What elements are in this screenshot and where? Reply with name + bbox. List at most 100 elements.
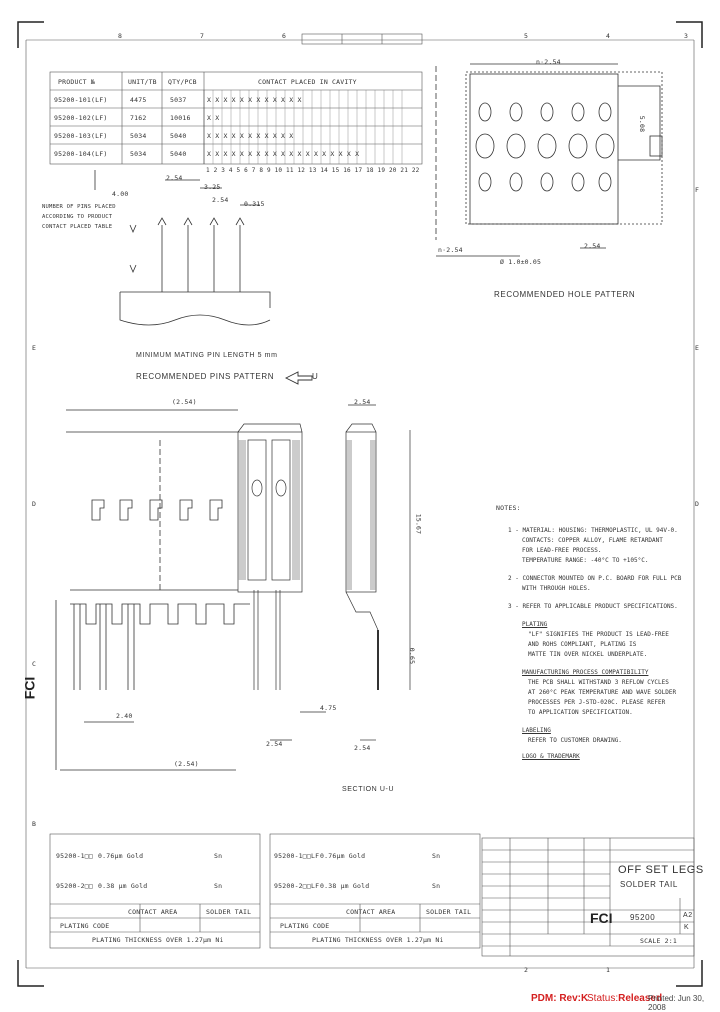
notes-title: NOTES:	[496, 504, 521, 512]
table-row-qty: 5037	[170, 96, 187, 104]
pins-caption-1: MINIMUM MATING PIN LENGTH 5 mm	[136, 352, 278, 359]
note-line: CONTACTS: COPPER ALLOY, FLAME RETARDANT	[522, 537, 663, 544]
note-line: PROCESSES PER J-STD-020C. PLEASE REFER	[528, 699, 666, 706]
table-row-qty: 5040	[170, 132, 187, 140]
table-header-cavity: CONTACT PLACED IN CAVITY	[258, 78, 357, 86]
plating1-footer: PLATING THICKNESS OVER 1.27µm Ni	[92, 936, 224, 944]
plating1-header-code: PLATING CODE	[60, 922, 110, 930]
dim-pins-3: 3.25	[204, 183, 221, 191]
plating2-code-2: 95200-2□□LF	[274, 882, 320, 890]
grid-col-8: 8	[118, 32, 123, 40]
main-dim-section: 2.54	[354, 398, 371, 406]
dim-pins-4: 2.54	[212, 196, 229, 204]
plating1-header-contact: CONTACT AREA	[128, 908, 178, 916]
grid-col-bottom-1: 1	[606, 966, 611, 974]
notes-list: 1 - MATERIAL: HOUSING: THERMOPLASTIC, UL…	[508, 526, 681, 762]
dim-pins-5: 0.315	[244, 200, 265, 208]
main-dim-e: 2.54	[266, 740, 283, 748]
plating2-desc-1: 0.76µm Gold	[320, 852, 366, 860]
grid-col-3: 3	[684, 32, 689, 40]
main-dim-c: 15.67	[414, 513, 423, 535]
pins-note-1: NUMBER OF PINS PLACED	[42, 204, 116, 210]
title-block-subtitle: SOLDER TAIL	[620, 880, 678, 889]
dim-pins-2: 4.00	[112, 190, 129, 198]
pins-arrow-label: U	[312, 372, 319, 381]
table-row-unit: 7162	[130, 114, 147, 122]
note-line: WITH THROUGH HOLES.	[522, 585, 591, 592]
note-line: 1 - MATERIAL: HOUSING: THERMOPLASTIC, UL…	[508, 527, 678, 534]
table-row-product: 95200-104(LF)	[54, 150, 108, 158]
hole-dim-bottom: Ø 1.0±0.05	[500, 258, 542, 266]
pins-note-2: ACCORDING TO PRODUCT	[42, 214, 113, 220]
note-line: PLATING	[522, 621, 548, 628]
note-line: 3 - REFER TO APPLICABLE PRODUCT SPECIFIC…	[508, 603, 678, 610]
plating2-header-code: PLATING CODE	[280, 922, 330, 930]
footer-pdm: PDM: Rev:K	[531, 993, 589, 1004]
main-dim-d: 0.65	[408, 647, 417, 665]
plating1-desc-1: 0.76µm Gold	[98, 852, 144, 860]
pins-note-3: CONTACT PLACED TABLE	[42, 224, 113, 230]
title-block-scale: SCALE 2:1	[640, 937, 678, 945]
grid-row-right-d: D	[695, 500, 700, 508]
hole-dim-side: 2.54	[584, 242, 601, 250]
note-line: TEMPERATURE RANGE: -40°C TO +105°C.	[522, 557, 649, 564]
grid-col-7: 7	[200, 32, 205, 40]
main-dim-a: 2.40	[116, 712, 133, 720]
table-row-qty: 5040	[170, 150, 187, 158]
grid-col-6: 6	[282, 32, 287, 40]
footer-printed: Printed: Jun 30, 2008	[648, 994, 705, 1012]
note-line: AT 260°C PEAK TEMPERATURE AND WAVE SOLDE…	[528, 689, 677, 696]
table-row-marks: X X	[207, 114, 220, 122]
title-block-title: OFF SET LEGS	[618, 864, 704, 876]
table-header-unit: UNIT/TB	[128, 78, 157, 86]
pins-caption-2: RECOMMENDED PINS PATTERN	[136, 372, 275, 381]
hole-dim-top: n·2.54	[536, 58, 561, 66]
note-line: REFER TO CUSTOMER DRAWING.	[528, 737, 622, 744]
plating1-tail-2: Sn	[214, 882, 223, 890]
table-row-marks: X X X X X X X X X X X	[207, 132, 294, 140]
title-block-rev: K	[684, 924, 690, 931]
main-dim-width: (2.54)	[172, 398, 197, 406]
table-row-product: 95200-101(LF)	[54, 96, 108, 104]
grid-row-b: B	[32, 820, 37, 828]
hole-side-label: 5.08	[638, 115, 647, 133]
plating2-tail-1: Sn	[432, 852, 441, 860]
plating2-footer: PLATING THICKNESS OVER 1.27µm Ni	[312, 936, 444, 944]
note-line: MANUFACTURING PROCESS COMPATIBILITY	[522, 669, 649, 676]
note-line: TO APPLICATION SPECIFICATION.	[528, 709, 633, 716]
plating2-tail-2: Sn	[432, 882, 441, 890]
grid-row-d: D	[32, 500, 37, 508]
plating1-header-tail: SOLDER TAIL	[206, 908, 252, 916]
dim-pins-1: 2.54	[166, 174, 183, 182]
main-dim-len: (2.54)	[174, 760, 199, 768]
plating1-code-2: 95200-2□□	[56, 882, 94, 890]
plating2-header-tail: SOLDER TAIL	[426, 908, 472, 916]
table-header-product: PRODUCT №	[58, 78, 96, 86]
plating1-tail-1: Sn	[214, 852, 223, 860]
note-line: FOR LEAD-FREE PROCESS.	[522, 547, 602, 554]
grid-col-5: 5	[524, 32, 529, 40]
plating2-header-contact: CONTACT AREA	[346, 908, 396, 916]
note-line: MATTE TIN OVER NICKEL UNDERPLATE.	[528, 651, 648, 658]
section-label: SECTION U-U	[342, 786, 395, 793]
hole-caption: RECOMMENDED HOLE PATTERN	[494, 290, 636, 299]
plating2-code-1: 95200-1□□LF	[274, 852, 320, 860]
grid-row-e: E	[32, 344, 37, 352]
note-line: "LF" SIGNIFIES THE PRODUCT IS LEAD-FREE	[528, 631, 669, 638]
plating1-code-1: 95200-1□□	[56, 852, 94, 860]
grid-row-right-e: E	[695, 344, 700, 352]
cavity-numbers: 1 2 3 4 5 6 7 8 9 10 11 12 13 14 15 16 1…	[206, 167, 420, 174]
note-line: LOGO & TRADEMARK	[522, 753, 580, 760]
note-line: AND ROHS COMPLIANT, PLATING IS	[528, 641, 637, 648]
main-dim-section-2: 2.54	[354, 744, 371, 752]
table-row-unit: 4475	[130, 96, 147, 104]
grid-col-bottom-2: 2	[524, 966, 529, 974]
table-row-unit: 5034	[130, 150, 147, 158]
note-line: LABELING	[522, 727, 551, 734]
table-row-qty: 10016	[170, 114, 191, 122]
table-row-marks: X X X X X X X X X X X X	[207, 96, 302, 104]
grid-row-c: C	[32, 660, 37, 668]
note-line: THE PCB SHALL WITHSTAND 3 REFLOW CYCLES	[528, 679, 669, 686]
table-row-product: 95200-103(LF)	[54, 132, 108, 140]
